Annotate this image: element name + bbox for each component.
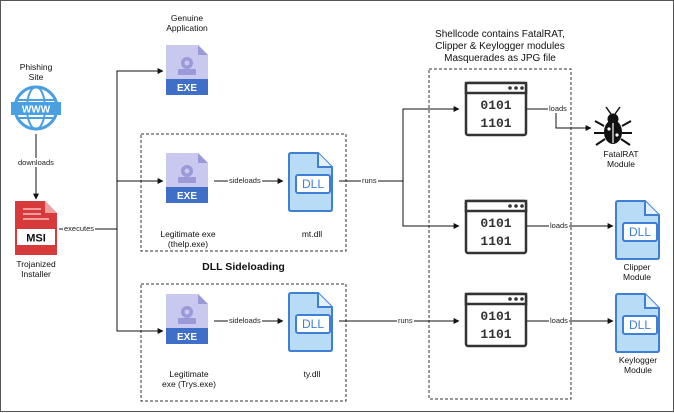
keylogger-dll-icon: DLL — [615, 293, 660, 353]
mt-dll-label: mt.dll — [301, 229, 323, 239]
loads-edge-label-2: loads — [549, 221, 569, 230]
sideload-group-box-2 — [140, 283, 347, 402]
binary-line-1: 0101 — [480, 309, 511, 324]
exe-label: EXE — [177, 83, 197, 94]
edge-to-trys — [116, 229, 164, 334]
binary-line-1: 0101 — [480, 98, 511, 113]
dll-sideloading-heading: DLL Sideloading — [202, 261, 285, 273]
loads-edge-label-1: loads — [548, 104, 568, 113]
thelp-exe-icon: EXE — [166, 153, 208, 203]
executes-edge-label: executes — [63, 224, 96, 233]
clipper-label: Clipper Module — [623, 262, 651, 282]
globe-icon: WWW — [11, 85, 61, 131]
edge-runs-to-fatal — [402, 106, 460, 181]
ty-dll-label: ty.dll — [303, 369, 321, 379]
msi-file-icon: MSI — [15, 201, 57, 255]
binary-line-2: 1101 — [480, 327, 511, 342]
shellcode-group-box — [428, 68, 572, 400]
keylogger-label: Keylogger Module — [618, 355, 658, 375]
edge-to-genuine — [116, 68, 164, 229]
edge-runs-to-clipper — [402, 181, 460, 229]
binary-line-2: 1101 — [480, 234, 511, 249]
dll-label: DLL — [302, 317, 324, 331]
mt-dll-icon: DLL — [288, 152, 333, 212]
phishing-site-label: Phishing Site — [19, 62, 53, 82]
genuine-exe-icon: EXE — [166, 45, 208, 95]
www-label: WWW — [22, 105, 51, 116]
shellcode-heading: Shellcode contains FatalRAT, Clipper & K… — [435, 29, 565, 64]
exe-label: EXE — [177, 191, 197, 202]
loads-edge-label-3: loads — [549, 316, 569, 325]
sideloads-edge-label-1: sideloads — [228, 176, 262, 185]
dll-label: DLL — [629, 225, 651, 239]
sideloads-edge-label-2: sideloads — [228, 316, 262, 325]
runs-edge-label-2: runs — [397, 316, 414, 325]
edge-loads-1 — [525, 108, 592, 131]
dll-label: DLL — [302, 177, 324, 191]
binary-window-icon-3: 0101 1101 — [464, 292, 528, 348]
binary-line-1: 0101 — [480, 216, 511, 231]
legit-thelp-label: Legitimate exe (thelp.exe) — [160, 229, 216, 249]
ty-dll-icon: DLL — [288, 292, 333, 352]
exe-label: EXE — [177, 332, 197, 343]
bug-icon — [594, 106, 632, 146]
downloads-edge-label: downloads — [17, 158, 55, 167]
trojanized-installer-label: Trojanized Installer — [16, 259, 56, 279]
legit-trys-label: Legitimate exe (Trys.exe) — [161, 369, 216, 389]
binary-window-icon-1: 0101 1101 — [464, 81, 528, 137]
sideload-group-box-1 — [140, 133, 347, 252]
binary-line-2: 1101 — [480, 116, 511, 131]
msi-label: MSI — [26, 233, 46, 245]
binary-window-icon-2: 0101 1101 — [464, 199, 528, 255]
trys-exe-icon: EXE — [166, 294, 208, 344]
clipper-dll-icon: DLL — [615, 200, 660, 260]
fatalrat-label: FatalRAT Module — [603, 149, 639, 169]
genuine-application-label: Genuine Application — [166, 13, 208, 33]
dll-label: DLL — [629, 318, 651, 332]
runs-edge-label-1: runs — [361, 176, 378, 185]
